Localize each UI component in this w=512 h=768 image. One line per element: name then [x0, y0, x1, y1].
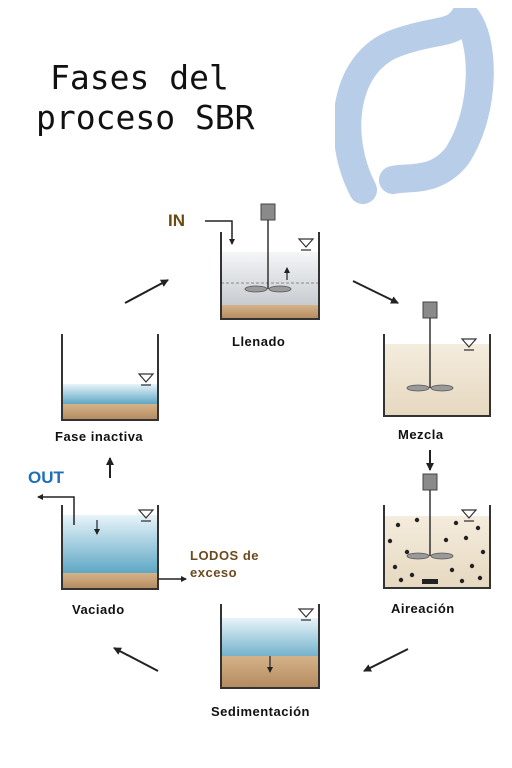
excess-sludge-line-2: exceso	[190, 565, 238, 580]
phase-label-llenado: Llenado	[232, 334, 286, 349]
page-title: Fases del proceso SBR	[36, 58, 255, 138]
title-line-2: proceso SBR	[36, 98, 255, 137]
air-diffuser-icon	[422, 579, 438, 584]
excess-sludge-line-1: LODOS de	[190, 548, 260, 563]
water-level-icon	[460, 509, 478, 522]
tank-sedimentacion	[220, 604, 320, 689]
tank-vaciado	[37, 494, 187, 590]
water-level-icon	[297, 238, 315, 251]
inlet-pipe	[205, 220, 235, 245]
water-level-icon	[460, 338, 478, 351]
inlet-label: IN	[168, 211, 185, 230]
excess-sludge-label: LODOS de exceso	[190, 547, 259, 581]
phase-label-mezcla: Mezcla	[398, 427, 444, 442]
arrow-icon	[363, 648, 409, 672]
water-level-icon	[137, 509, 155, 522]
arrow-icon	[124, 279, 169, 304]
outlet-label: OUT	[28, 468, 64, 487]
phase-label-vaciado: Vaciado	[72, 602, 125, 617]
mixer-icon	[406, 301, 454, 392]
tank-inactiva	[61, 334, 159, 421]
phase-label-sedimentacion: Sedimentación	[211, 704, 310, 719]
tank-llenado	[205, 203, 320, 320]
mixer-icon	[406, 473, 454, 560]
outlet-pipe	[37, 494, 75, 525]
mixer-icon	[244, 203, 292, 293]
water-level-icon	[137, 373, 155, 386]
arrow-icon	[113, 647, 159, 672]
tank-mezcla	[383, 301, 491, 417]
tank-aireacion	[383, 473, 491, 589]
water-level-icon	[297, 608, 315, 621]
cycle-arrows	[106, 279, 434, 672]
phase-label-aireacion: Aireación	[391, 601, 455, 616]
air-bubbles	[387, 517, 486, 584]
logo-icon	[335, 8, 494, 204]
phase-label-inactiva: Fase inactiva	[55, 429, 144, 444]
title-line-1: Fases del	[50, 58, 229, 97]
arrow-icon	[352, 280, 399, 304]
